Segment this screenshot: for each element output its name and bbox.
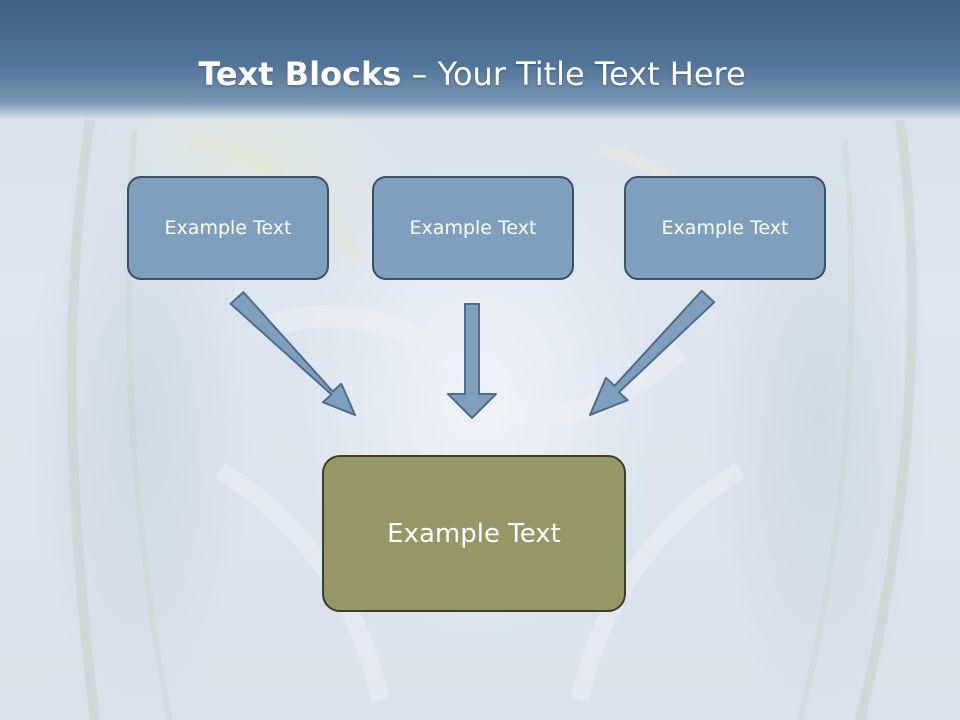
slide-title: Text Blocks – Your Title Text Here (0, 52, 944, 96)
title-band (0, 0, 960, 120)
title-rest-text: Your Title Text Here (437, 55, 746, 93)
arrow-left-icon (229, 291, 356, 416)
result-block[interactable]: Example Text (322, 455, 626, 612)
text-block-1[interactable]: Example Text (127, 176, 329, 280)
text-block-3[interactable]: Example Text (624, 176, 826, 280)
text-block-1-label: Example Text (164, 217, 292, 239)
text-block-3-label: Example Text (661, 217, 789, 239)
arrow-right-icon (589, 289, 716, 416)
text-block-2[interactable]: Example Text (372, 176, 574, 280)
title-strong-text: Text Blocks (198, 55, 402, 93)
arrow-center-icon (447, 303, 497, 419)
title-separator: – (401, 55, 438, 93)
result-block-label: Example Text (387, 518, 561, 549)
text-block-2-label: Example Text (409, 217, 537, 239)
